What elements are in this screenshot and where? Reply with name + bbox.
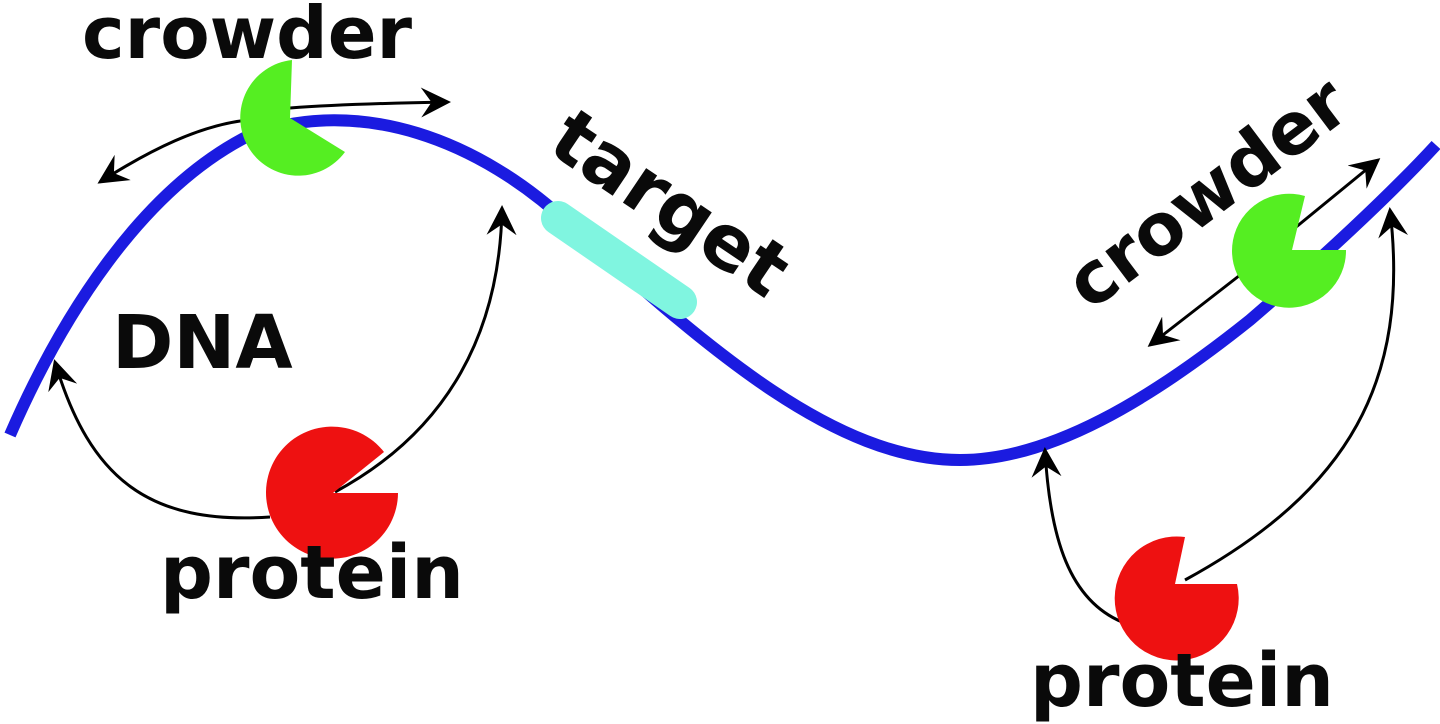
dna-strand xyxy=(4,114,1440,467)
crowder-top-shape xyxy=(240,60,345,176)
protein-left-arrow-to-upper-strand xyxy=(334,205,517,494)
protein-left-label: protein xyxy=(160,530,464,616)
crowder-right-shape xyxy=(1232,193,1347,308)
crowder-right-arrow-up xyxy=(1289,158,1381,234)
protein-right-label: protein xyxy=(1030,638,1334,724)
crowder-top-label: crowder xyxy=(82,0,413,75)
crowder-top-arrow-right xyxy=(289,87,451,118)
protein-left-arrow-to-left-strand xyxy=(48,359,271,520)
crowder-top-arrow-left xyxy=(97,118,249,184)
target-segment xyxy=(541,201,697,319)
protein-right-arrow-to-lower-strand xyxy=(1031,447,1123,624)
protein-right-arrow-to-right-strand xyxy=(1184,207,1409,582)
protein-left-shape xyxy=(266,426,398,559)
protein-right-shape xyxy=(1114,536,1239,661)
dna-label: DNA xyxy=(112,300,293,386)
